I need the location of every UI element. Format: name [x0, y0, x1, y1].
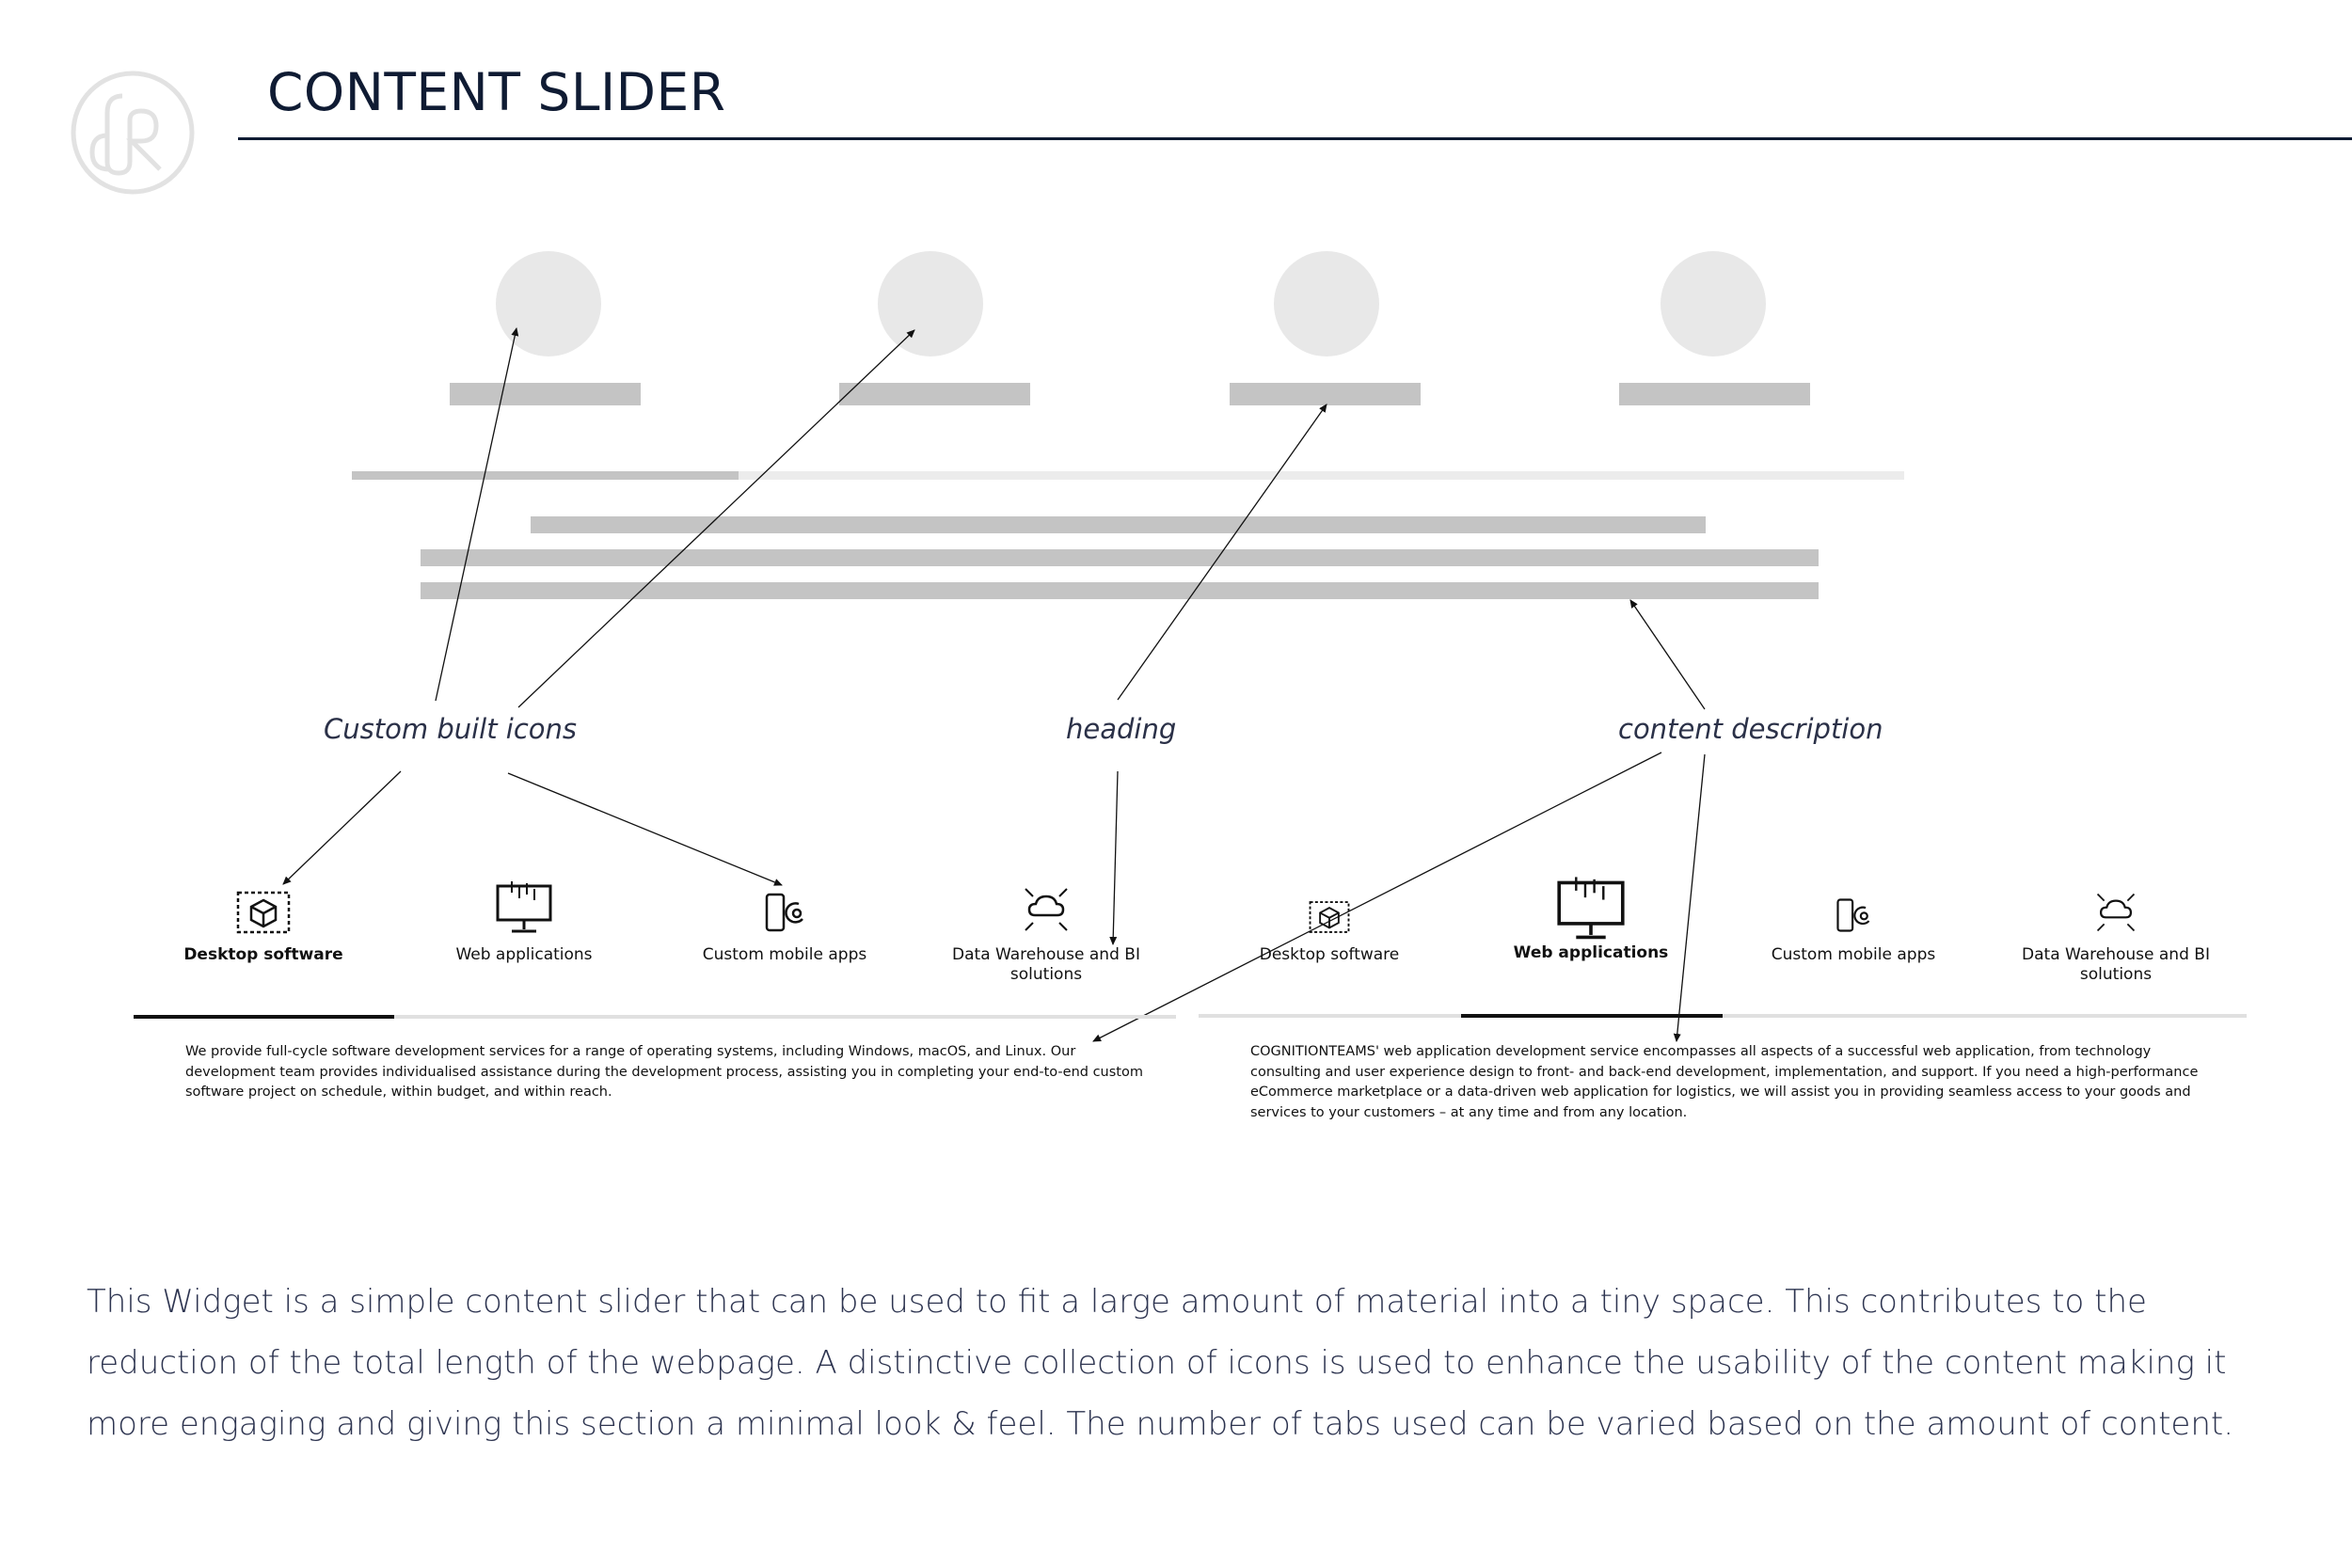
web-applications-icon: [1555, 875, 1627, 941]
wireframe-icon-placeholder-4: [1661, 251, 1766, 356]
wireframe-heading-placeholder-2: [839, 383, 1030, 405]
data-warehouse-icon: [1022, 879, 1071, 934]
title-divider: [238, 137, 2352, 140]
wireframe-heading-placeholder-1: [450, 383, 641, 405]
tab-label: Data Warehouse and BI solutions: [952, 945, 1140, 984]
left-tab-custom-mobile-apps[interactable]: Custom mobile apps: [662, 879, 907, 965]
tab-label: Web applications: [455, 945, 593, 964]
wireframe-heading-placeholder-3: [1230, 383, 1421, 405]
wireframe-tab-track: [352, 471, 1904, 480]
right-tab-data-warehouse[interactable]: Data Warehouse and BI solutions: [1994, 879, 2238, 985]
arrow-heading-to-bar: [1117, 404, 1327, 701]
page-title: CONTENT SLIDER: [267, 62, 726, 122]
arrow-icons-to-mobile: [507, 772, 783, 886]
desktop-software-icon: [236, 879, 291, 934]
custom-mobile-apps-icon: [1833, 879, 1874, 934]
wireframe-icon-placeholder-1: [496, 251, 601, 356]
arrow-description-to-left-text: [1092, 752, 1662, 1042]
tab-label: Desktop software: [183, 945, 343, 964]
annotation-content-description: content description: [1618, 713, 1883, 745]
data-warehouse-icon: [2094, 879, 2137, 934]
tab-label: Desktop software: [1259, 945, 1400, 964]
web-applications-icon: [495, 879, 553, 934]
left-tab-web-applications[interactable]: Web applications: [402, 879, 646, 965]
annotation-custom-icons: Custom built icons: [324, 713, 578, 745]
left-content-description: We provide full-cycle software developme…: [185, 1044, 1143, 1100]
left-tab-desktop-software[interactable]: Desktop software: [141, 879, 386, 965]
wireframe-tab-indicator: [352, 471, 739, 480]
brand-logo-icon: [71, 71, 195, 195]
tab-label: Custom mobile apps: [702, 945, 867, 964]
arrow-description-to-right-text: [1673, 753, 1706, 1042]
wireframe-text-line-3: [421, 582, 1819, 599]
right-content-description: COGNITIONTEAMS' web application developm…: [1250, 1044, 2199, 1120]
arrow-icons-to-circle-1: [435, 327, 519, 702]
right-tab-custom-mobile-apps[interactable]: Custom mobile apps: [1731, 879, 1976, 965]
wireframe-icon-placeholder-2: [878, 251, 983, 356]
annotation-heading: heading: [1066, 713, 1177, 745]
arrow-heading-to-tab-label: [1109, 770, 1119, 945]
left-tab-data-warehouse[interactable]: Data Warehouse and BI solutions: [924, 879, 1168, 985]
right-tab-active-indicator: [1461, 1014, 1723, 1018]
arrow-description-to-lines: [1629, 599, 1706, 710]
arrow-icons-to-desktop: [282, 770, 402, 885]
wireframe-text-line-2: [421, 549, 1819, 566]
tab-label: Custom mobile apps: [1771, 945, 1936, 964]
custom-mobile-apps-icon: [761, 879, 808, 934]
arrow-icons-to-circle-2: [517, 329, 915, 708]
left-tab-active-indicator: [134, 1015, 394, 1019]
wireframe-icon-placeholder-3: [1274, 251, 1379, 356]
right-tab-desktop-software[interactable]: Desktop software: [1207, 879, 1452, 965]
right-tab-web-applications[interactable]: Web applications: [1469, 875, 1713, 963]
left-tab-rail: [134, 1015, 1176, 1019]
desktop-software-icon: [1309, 879, 1350, 934]
wireframe-text-line-1: [531, 516, 1706, 533]
widget-description: This Widget is a simple content slider t…: [87, 1283, 2234, 1443]
wireframe-heading-placeholder-4: [1619, 383, 1810, 405]
tab-label: Web applications: [1513, 943, 1669, 962]
right-tab-rail: [1199, 1014, 2247, 1018]
tab-label: Data Warehouse and BI solutions: [2022, 945, 2210, 984]
